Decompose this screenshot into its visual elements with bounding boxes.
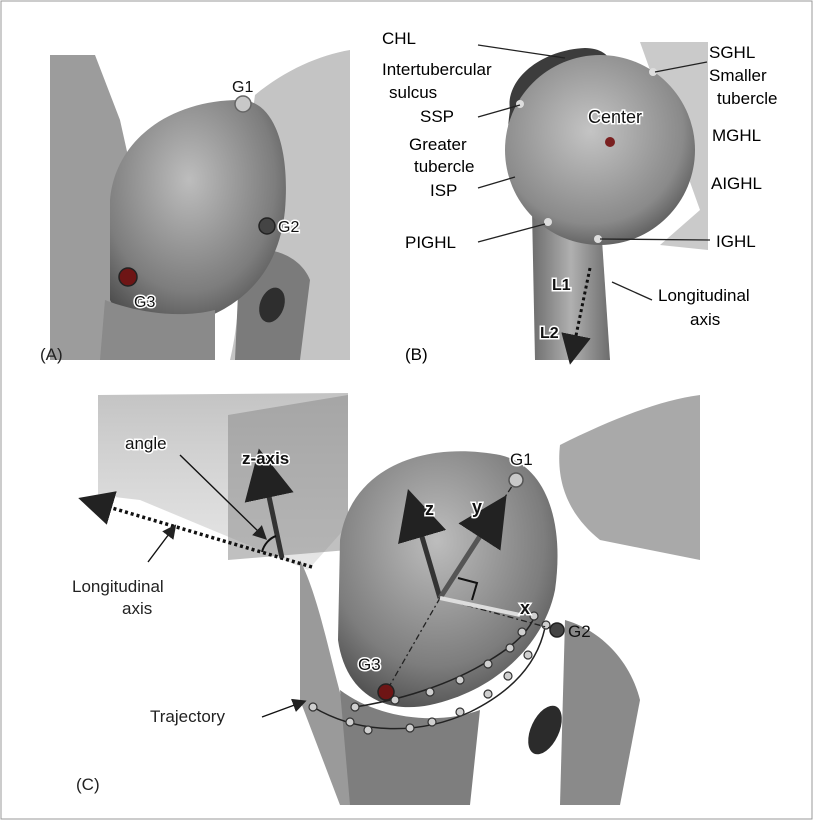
mghl-label: MGHL [712,126,761,145]
g1-label-c: G1 [510,450,533,469]
trajectory-point [524,651,532,659]
greater-label: Greater [409,135,467,154]
trajectory-pointer [262,703,300,717]
longitudinal-pointer [148,530,172,562]
g1-label: G1 [232,79,253,96]
ssp-point [516,100,524,108]
panel-b-humeral-head [505,55,695,245]
trajectory-label: Trajectory [150,707,225,726]
trajectory-point [484,690,492,698]
panel-c-scapula [559,395,700,560]
g1-point-c [509,473,523,487]
g2-point [259,218,275,234]
g3-label-c: G3 [358,655,381,674]
center-point [605,137,615,147]
g2-label-c: G2 [568,622,591,641]
sghl-label: SGHL [709,43,755,62]
chl-leader [478,45,565,58]
z-label: z [425,499,434,519]
g3-label: G3 [134,294,155,311]
x-label: x [520,598,530,618]
panel-a: G1 G2 G3 (A) [40,50,350,364]
trajectory-point [351,703,359,711]
trajectory-point [530,612,538,620]
trajectory-point [309,703,317,711]
pighl-point [544,218,552,226]
panel-c-glenoid [560,620,640,805]
panel-c-label: (C) [76,775,100,794]
panel-b-label: (B) [405,345,428,364]
trajectory-point [346,718,354,726]
plane-shadow [228,395,348,560]
longitudinal-label-b: Longitudinal [658,286,750,305]
y-label: y [472,497,482,517]
panel-c-shaft [340,690,480,805]
center-label: Center [588,107,642,127]
g2-point-c [550,623,564,637]
smaller-label: Smaller [709,66,767,85]
trajectory-point [456,676,464,684]
longitudinal-leader-b [612,282,652,300]
isp-leader [478,177,515,188]
intertubercular-label: Intertubercular [382,60,492,79]
g3-point-c [378,684,394,700]
trajectory-point [456,708,464,716]
chl-label: CHL [382,29,416,48]
trajectory-point [426,688,434,696]
pighl-label: PIGHL [405,233,456,252]
trajectory-point [364,726,372,734]
ighl-label: IGHL [716,232,756,251]
z-axis-label: z-axis [242,449,289,468]
trajectory-point [518,628,526,636]
trajectory-point [484,660,492,668]
sulcus-label: sulcus [389,83,437,102]
ssp-label: SSP [420,107,454,126]
trajectory-point [406,724,414,732]
trajectory-point [504,672,512,680]
angle-label: angle [125,434,167,453]
longitudinal-label-c: Longitudinal [72,577,164,596]
isp-label: ISP [430,181,457,200]
g1-point [235,96,251,112]
panel-a-label: (A) [40,345,63,364]
greater-tubercle-label: tubercle [414,157,474,176]
l2-label: L2 [540,325,559,342]
trajectory-point [428,718,436,726]
trajectory-point [506,644,514,652]
longitudinal-axis-label-c: axis [122,599,152,618]
l1-label: L1 [552,277,571,294]
g2-label: G2 [278,219,299,236]
longitudinal-axis-label-b: axis [690,310,720,329]
aighl-label: AIGHL [711,174,762,193]
panel-b: CHL Intertubercular sulcus SSP Greater t… [382,29,777,364]
smaller-tubercle-label: tubercle [717,89,777,108]
g3-point [119,268,137,286]
panel-c: angle z-axis Longitudinal axis z y x G1 … [72,393,700,805]
